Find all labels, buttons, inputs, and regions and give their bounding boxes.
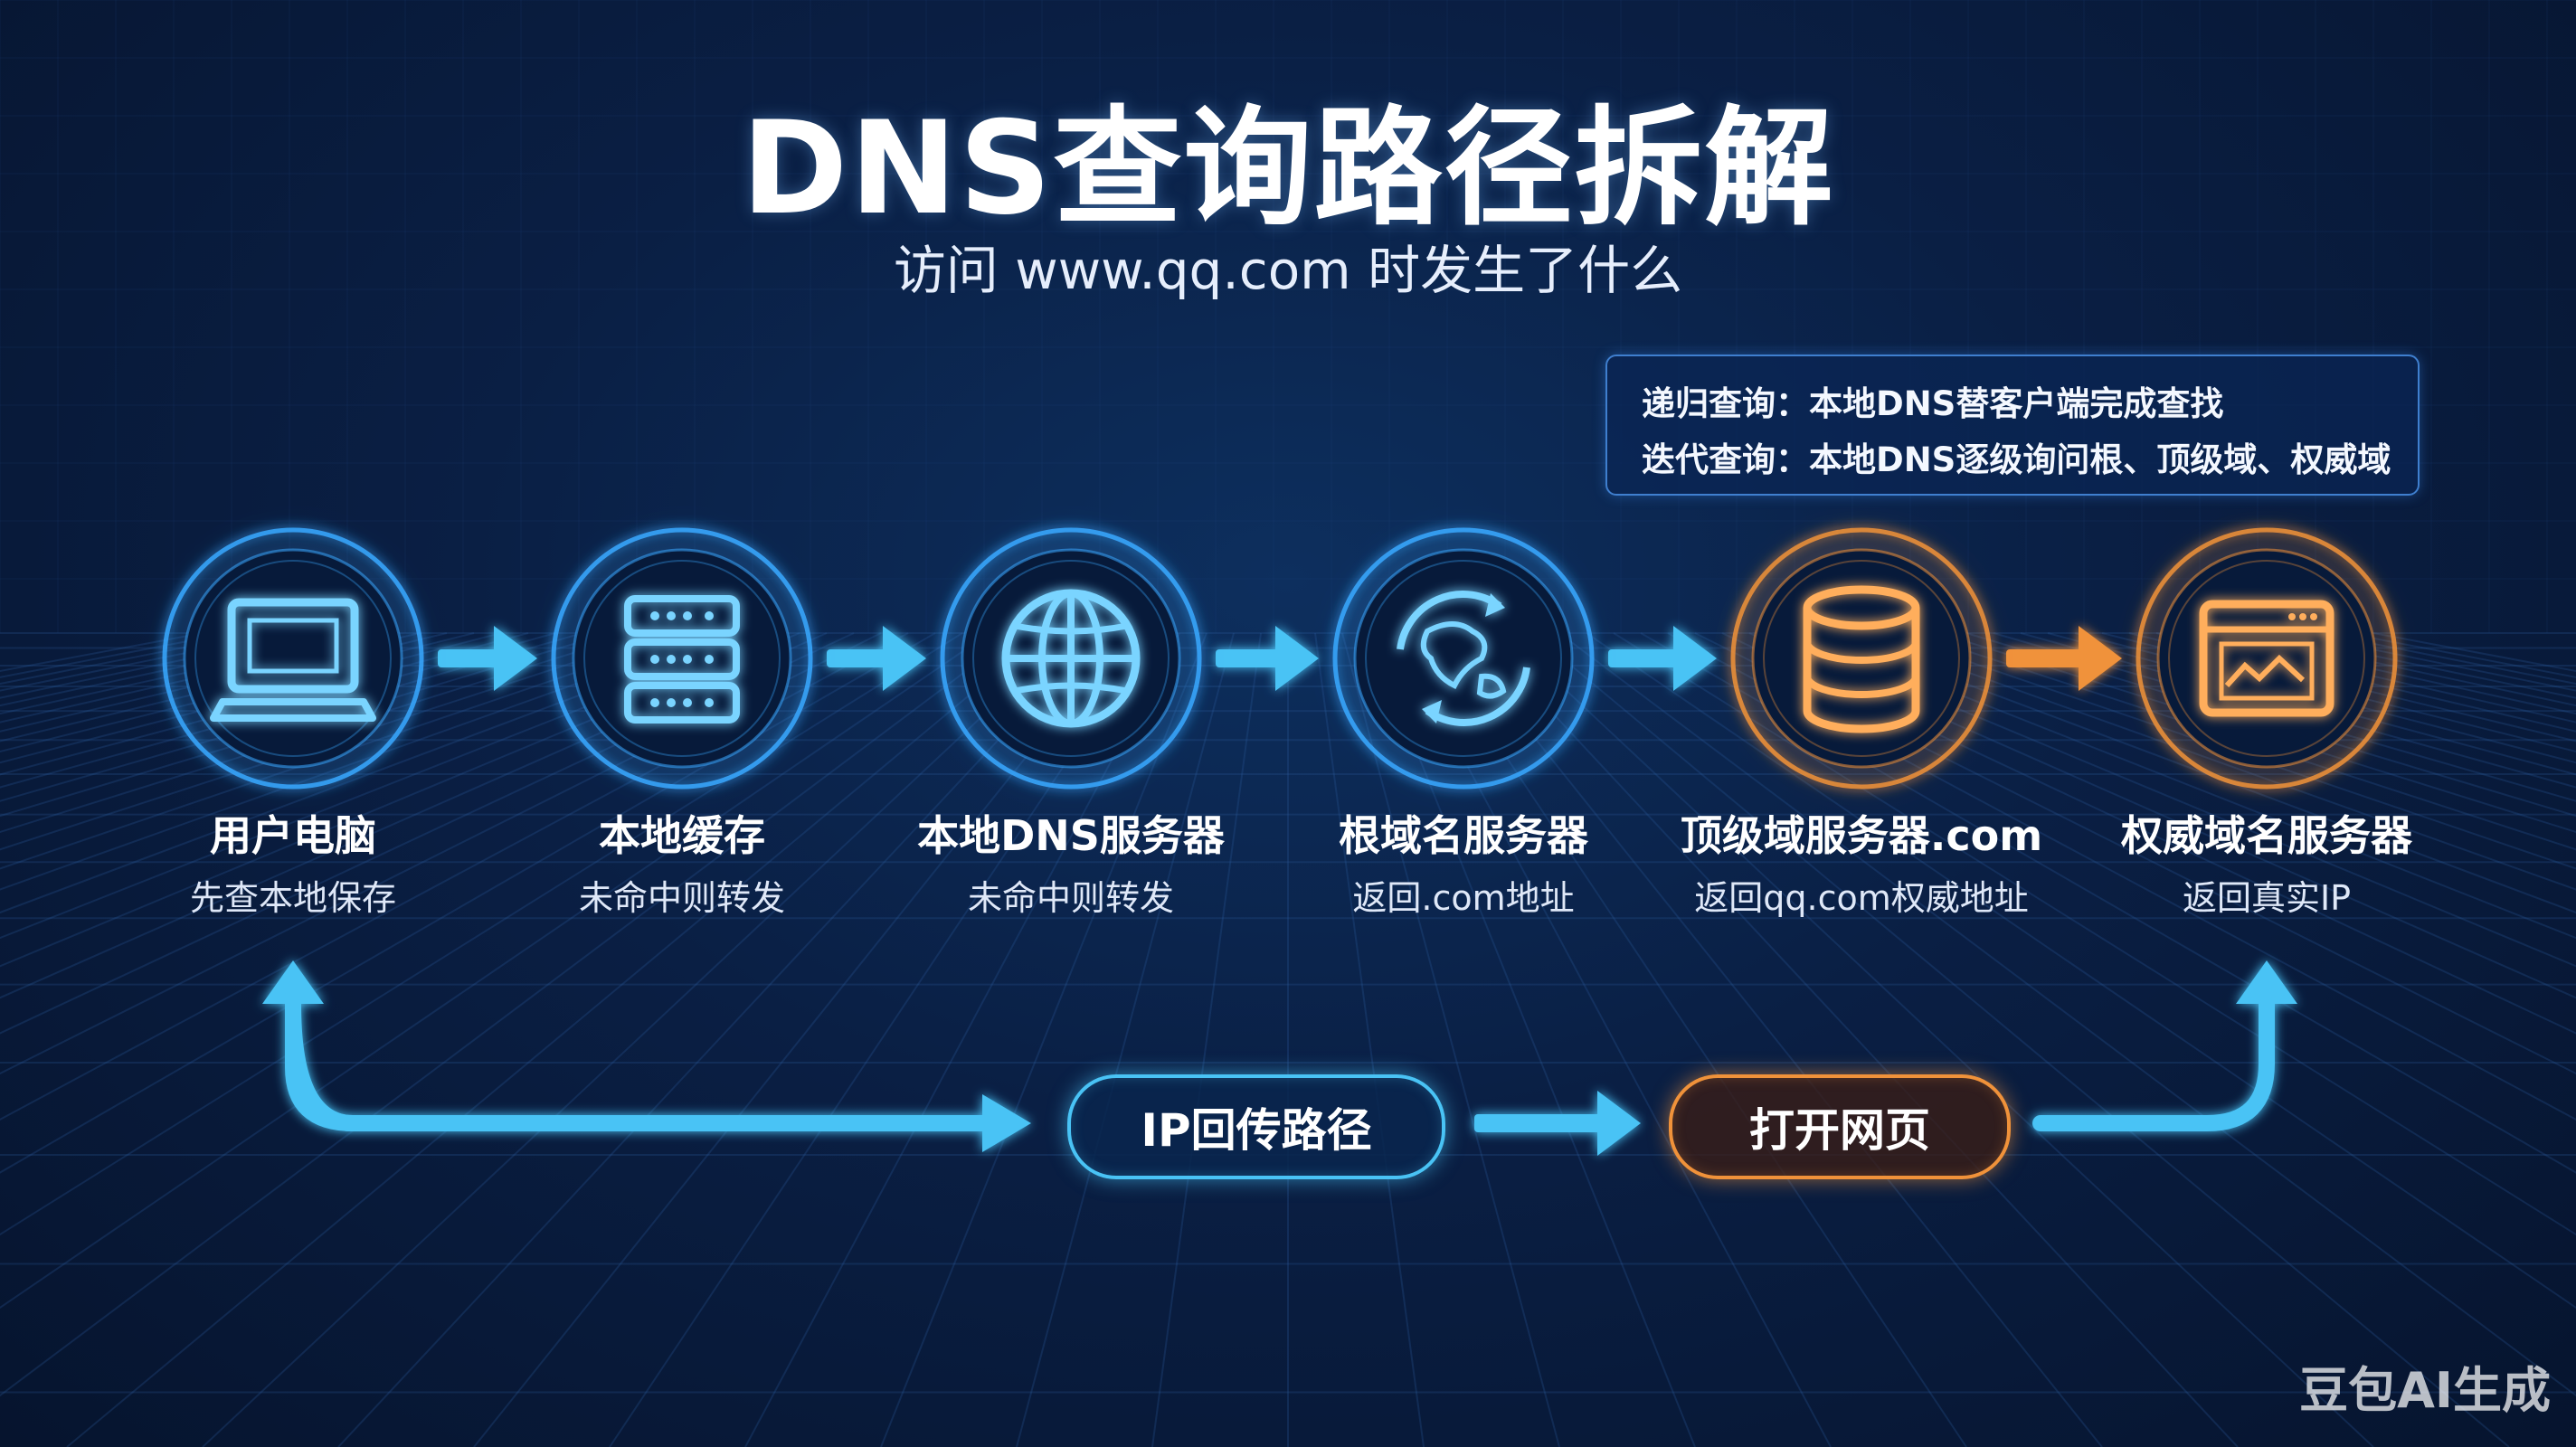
recursive-query-note: 递归查询：本地DNS替客户端完成查找 [1642, 384, 2224, 423]
server-rack-icon [624, 595, 740, 724]
node-sub-local-dns: 未命中则转发 [967, 878, 1174, 918]
browser-chart-icon [2199, 600, 2334, 717]
node-label-authoritative-dns: 权威域名服务器 [2121, 811, 2412, 860]
node-4 [1730, 527, 1993, 790]
flow-arrow-0 [438, 626, 537, 691]
node-label-tld-dns: 顶级域服务器.com [1680, 811, 2043, 860]
node-5 [2136, 527, 2398, 790]
node-sub-authoritative-dns: 返回真实IP [2182, 878, 2352, 918]
flow-arrow-3 [1608, 626, 1717, 691]
flow-arrow-2 [1216, 626, 1319, 691]
node-sub-user-pc: 先查本地保存 [189, 878, 396, 918]
earth-cycle-icon [1397, 591, 1530, 726]
open-webpage-pill: 打开网页 [1669, 1074, 2011, 1179]
node-label-local-cache: 本地缓存 [599, 811, 765, 860]
node-1 [551, 527, 813, 790]
watermark: 豆包AI生成 [2299, 1362, 2551, 1419]
node-sub-local-cache: 未命中则转发 [578, 878, 785, 918]
return-path-lines [262, 960, 2297, 1156]
node-2 [940, 527, 1202, 790]
node-label-local-dns: 本地DNS服务器 [917, 811, 1225, 860]
node-3 [1332, 527, 1595, 790]
ip-return-path-pill: IP回传路径 [1067, 1074, 1445, 1179]
database-icon [1803, 585, 1920, 733]
query-type-note: 递归查询：本地DNS替客户端完成查找 迭代查询：本地DNS逐级询问根、顶级域、权… [1605, 355, 2420, 496]
page-title: DNS查询路径拆解 [741, 94, 1835, 243]
node-label-user-pc: 用户电脑 [210, 811, 376, 860]
node-0 [162, 527, 424, 790]
node-sub-tld-dns: 返回qq.com权威地址 [1694, 878, 2029, 918]
globe-icon [1001, 589, 1141, 728]
node-label-root-dns: 根域名服务器 [1339, 811, 1588, 860]
page-subtitle: 访问 www.qq.com 时发生了什么 [893, 240, 1683, 301]
computer-icon [210, 598, 376, 722]
iterative-query-note: 迭代查询：本地DNS逐级询问根、顶级域、权威域 [1642, 440, 2391, 479]
flow-arrow-4 [2006, 626, 2122, 691]
flow-arrow-1 [827, 626, 926, 691]
node-sub-root-dns: 返回.com地址 [1352, 878, 1575, 918]
